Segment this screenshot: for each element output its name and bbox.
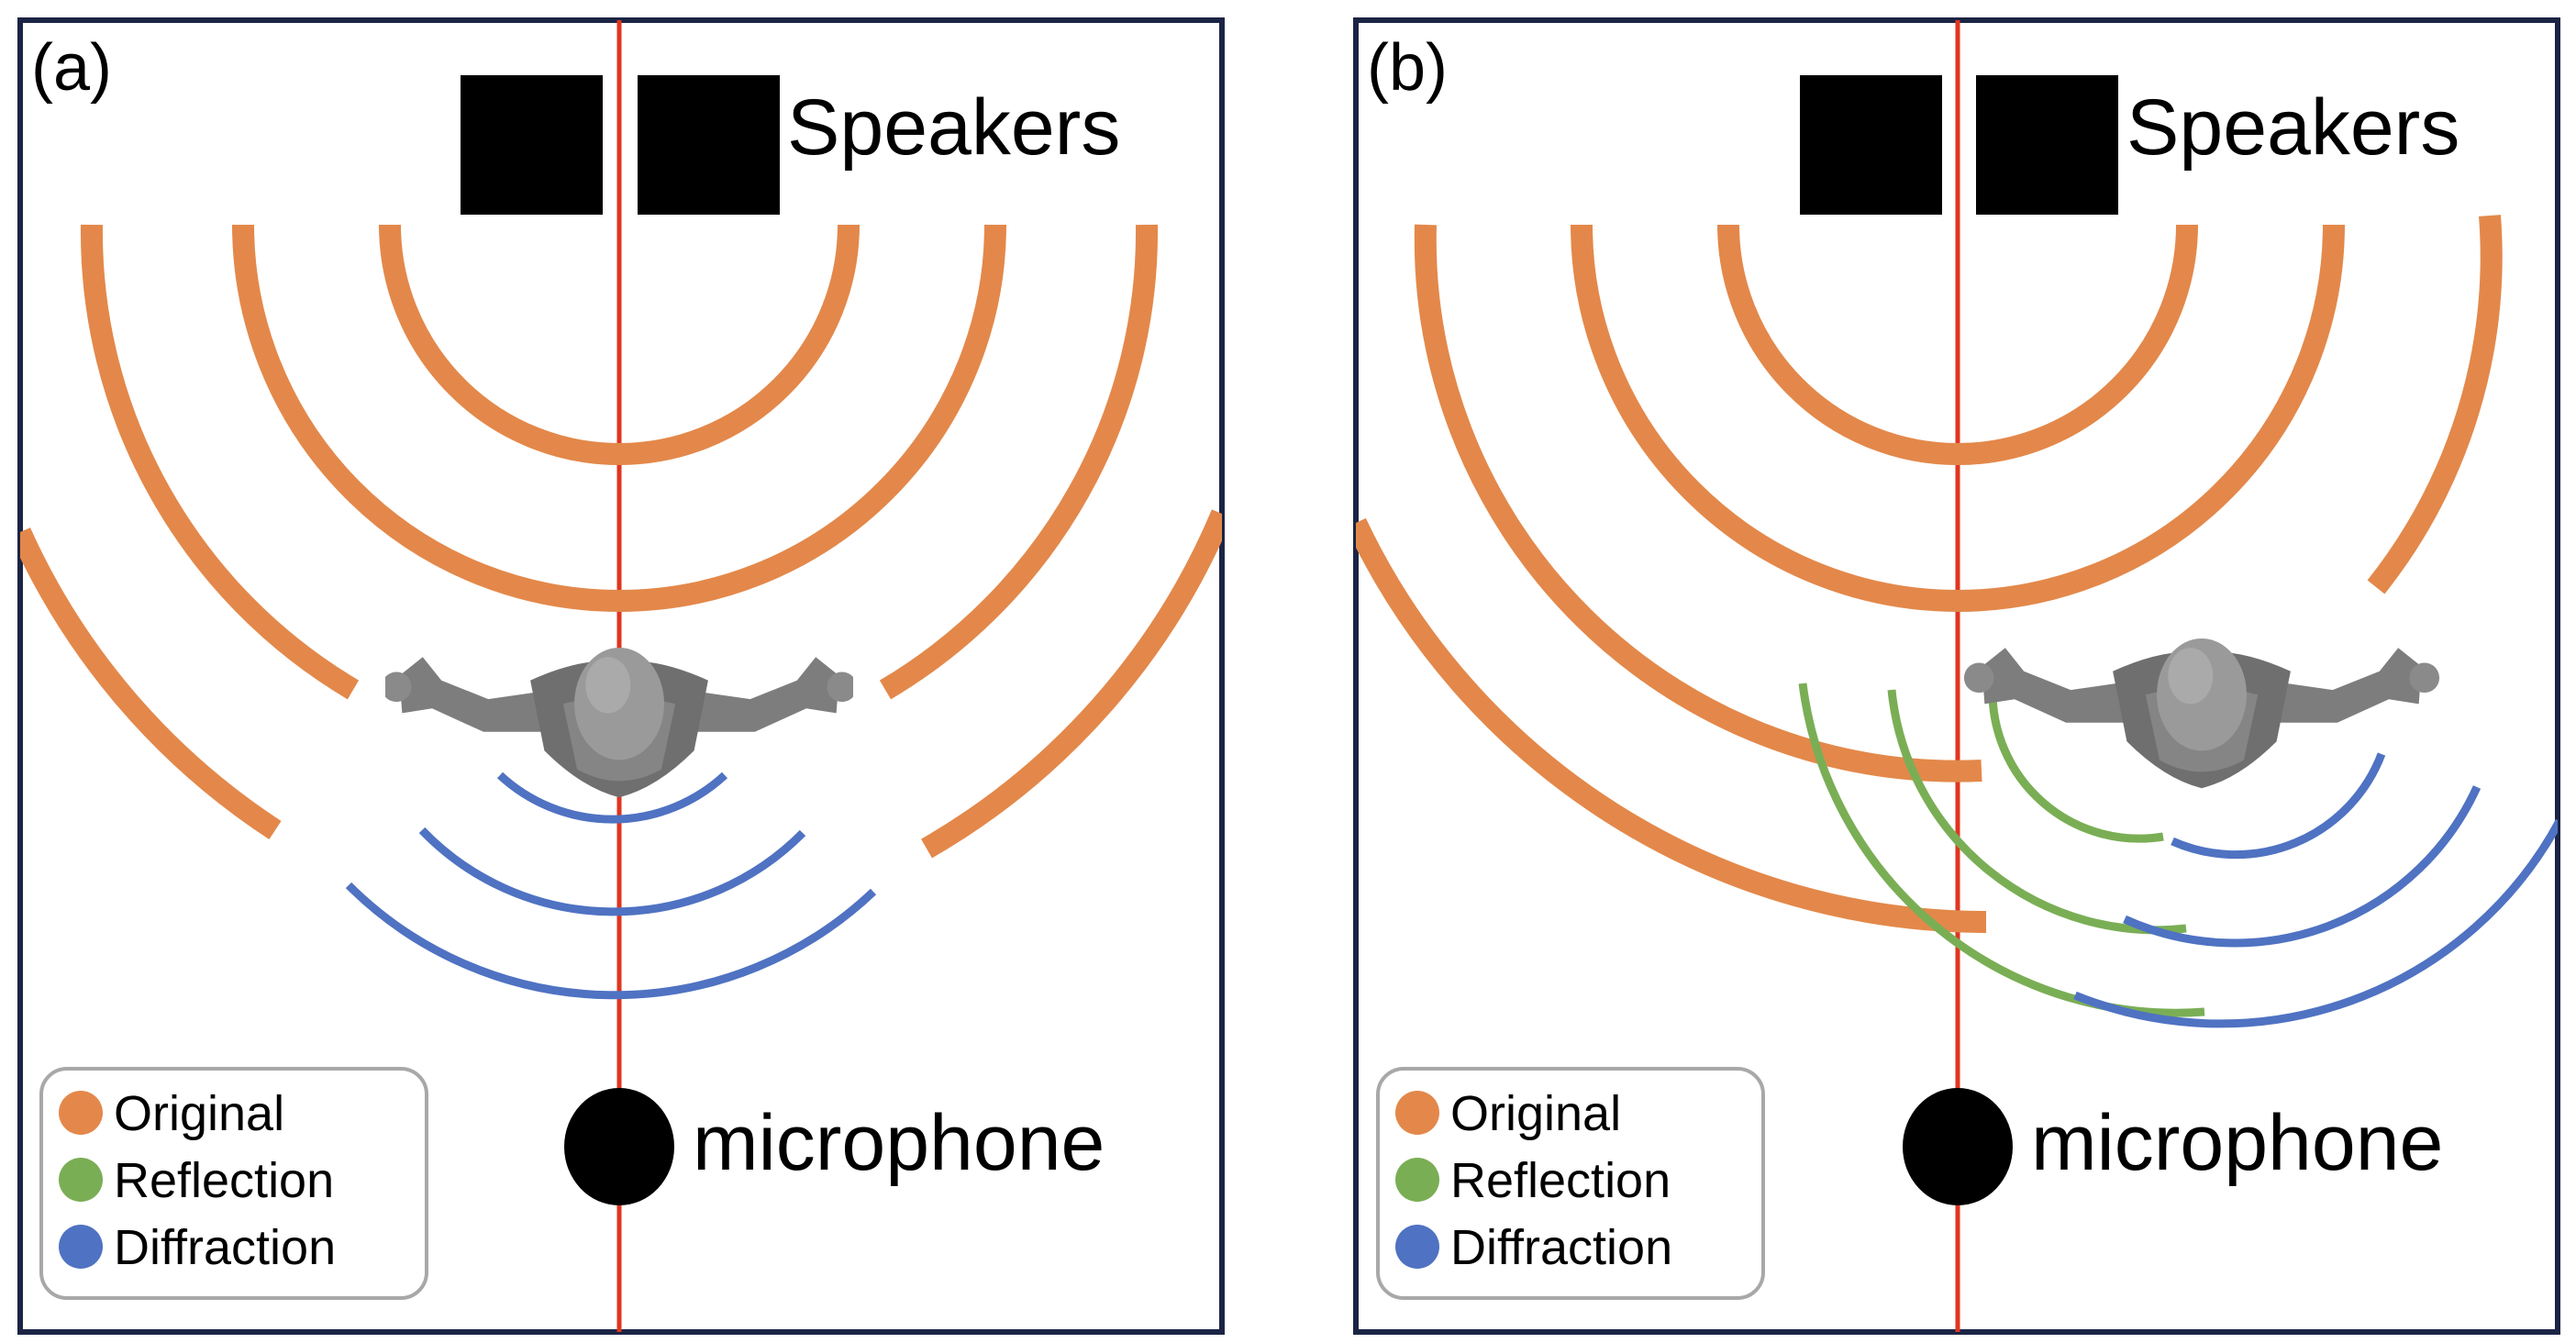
panel-b-legend-original-swatch [1395, 1091, 1439, 1135]
panel-a-legend-original-swatch [59, 1091, 103, 1135]
panel-a-microphone-label: microphone [693, 1099, 1105, 1187]
panel-a-legend-reflection-swatch [59, 1158, 103, 1202]
panel-b-original-wave-4-left [1356, 517, 1987, 933]
panel-b-legend-diffraction-label: Diffraction [1450, 1220, 1672, 1275]
panel-a-original-wave-4-left [20, 527, 282, 840]
panel-b-legend-reflection-swatch [1395, 1158, 1439, 1202]
panel-a-original-wave-4-right [921, 509, 1222, 859]
panel-a-diffraction-wave-2 [418, 827, 806, 916]
panel-a-speaker-left-icon [461, 75, 603, 215]
panel-a-microphone-icon [564, 1088, 674, 1205]
panel-a-original-wave-1 [379, 224, 860, 465]
panel-b-legend-diffraction-swatch [1395, 1225, 1439, 1269]
panel-b-diffraction-wave-3 [2073, 818, 2558, 1028]
panel-a-legend: Original Reflection Diffraction [39, 1067, 428, 1300]
panel-b-diffraction-wave-1 [2171, 752, 2386, 860]
panel-b-reflection-wave-2 [1887, 689, 2187, 935]
panel-b-microphone-icon [1903, 1088, 2013, 1205]
panel-b-original-wave-3-left [1414, 224, 1982, 782]
panel-a-diffraction-wave-1 [496, 771, 728, 824]
panel-a-legend-box [39, 1067, 428, 1300]
panel-b-label: (b) [1367, 31, 1448, 105]
panel-a-original-wave-3-right [879, 224, 1159, 700]
panel-b-original-wave-1 [1717, 224, 2198, 465]
panel-b-reflection-wave-1 [1988, 689, 2164, 843]
panel-a-label: (a) [31, 31, 112, 105]
panel-a-diffraction-wave-3 [345, 882, 877, 1000]
panel-b-legend: Original Reflection Diffraction [1376, 1067, 1765, 1300]
panel-a-legend-reflection-label: Reflection [114, 1153, 334, 1208]
panel-a: Speakers microphone (a) Original Reflect… [17, 17, 1225, 1335]
panel-b-microphone-label: microphone [2031, 1099, 2443, 1187]
panel-b-legend-original-label: Original [1450, 1086, 1621, 1141]
panel-b-legend-box [1376, 1067, 1765, 1300]
panel-a-legend-diffraction-label: Diffraction [114, 1220, 336, 1275]
panel-b-speaker-right-icon [1976, 75, 2118, 215]
panel-b: Speakers microphone (b) Original Reflect… [1353, 17, 2560, 1335]
panel-a-legend-original-label: Original [114, 1086, 284, 1141]
panel-a-legend-diffraction-swatch [59, 1225, 103, 1269]
panel-b-diffraction-wave-2 [2123, 785, 2482, 948]
panel-a-speakers-label: Speakers [787, 83, 1120, 172]
panel-b-original-wave-3-right [2367, 215, 2503, 594]
panel-a-original-wave-3-left [80, 224, 360, 700]
panel-a-speaker-right-icon [638, 75, 780, 215]
panel-a-original-wave-2 [232, 224, 1006, 612]
panel-b-original-wave-2 [1571, 224, 2345, 612]
panel-b-speakers-label: Speakers [2126, 83, 2459, 172]
panel-b-legend-reflection-label: Reflection [1450, 1153, 1671, 1208]
panel-b-speaker-left-icon [1800, 75, 1942, 215]
